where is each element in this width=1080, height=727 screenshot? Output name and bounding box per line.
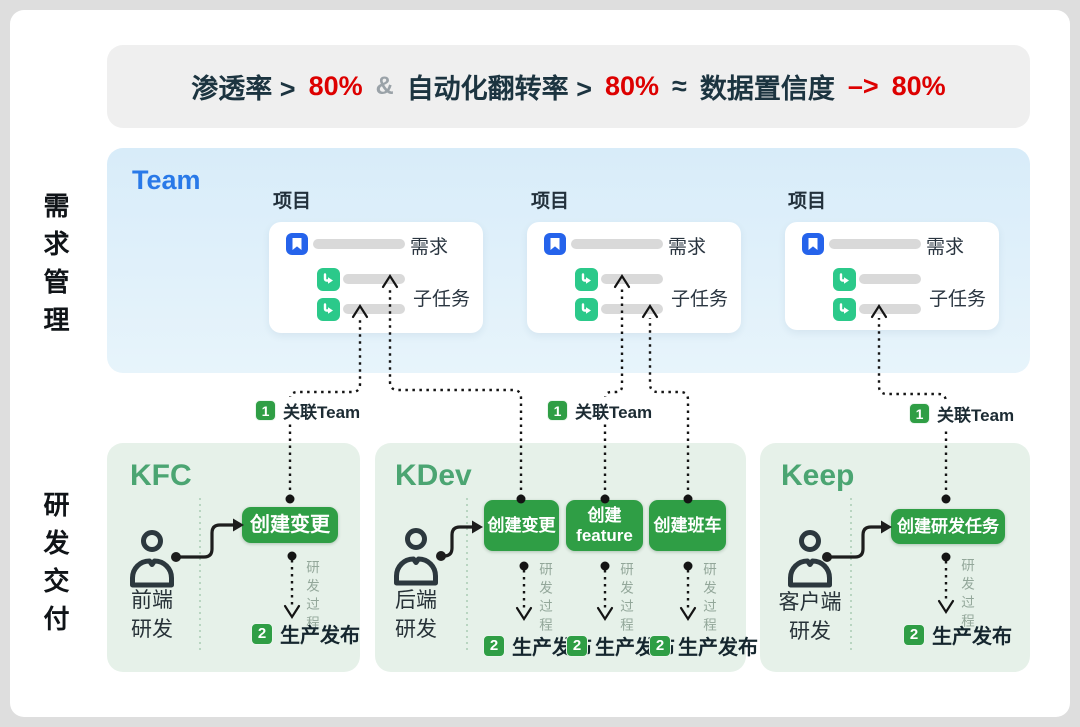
project-label-3: 项目	[788, 191, 827, 212]
step1-label-keep: 1 关联Team	[906, 400, 1018, 427]
step2-number-badge: 2	[566, 634, 588, 657]
bookmark-icon	[544, 233, 566, 255]
keep-card-title: Keep	[781, 459, 855, 492]
requirement-label: 需求	[926, 237, 965, 258]
person-icon	[392, 528, 440, 591]
step2-number-badge: 2	[649, 634, 671, 657]
bookmark-icon	[286, 233, 308, 255]
step2-label-keep: 2 生产发布	[900, 619, 1015, 650]
process-label: 研发过程	[304, 560, 319, 634]
requirement-bar	[571, 239, 663, 249]
metric-automation: 自动化翻转率 >	[406, 74, 592, 104]
create-change-button-kdev: 创建变更	[484, 500, 559, 551]
step1-label-kdev: 1 关联Team	[544, 397, 656, 424]
subtask-icon	[317, 298, 340, 321]
subtask-label: 子任务	[413, 289, 471, 310]
side-label-requirement-management: 需求管理	[40, 192, 70, 344]
metric-penetration-value: 80%	[308, 71, 363, 101]
role-label-frontend: 前端 研发	[131, 589, 173, 642]
process-label: 研发过程	[537, 562, 552, 636]
subtask-icon	[575, 298, 598, 321]
subtask-icon	[833, 298, 856, 321]
metric-automation-value: 80%	[604, 71, 660, 101]
requirement-bar	[313, 239, 405, 249]
step1-number-badge: 1	[255, 400, 276, 421]
process-label: 研发过程	[701, 562, 716, 636]
process-label: 研发过程	[959, 558, 974, 632]
metrics-banner: 渗透率 > 80% & 自动化翻转率 > 80% ≈ 数据置信度 –> 80%	[107, 45, 1030, 128]
create-rd-task-button-keep: 创建研发任务	[891, 509, 1005, 544]
role-label-client: 客户端 研发	[778, 591, 842, 644]
metric-confidence-value: 80%	[891, 71, 946, 101]
metric-penetration: 渗透率 >	[191, 74, 296, 104]
project-label-1: 项目	[273, 191, 312, 212]
step1-label-kfc: 1 关联Team	[252, 397, 364, 424]
role-label-backend: 后端 研发	[395, 589, 437, 642]
subtask-bar	[343, 274, 405, 284]
requirement-bar	[829, 239, 921, 249]
step2-label-kdev-3: 2 生产发布	[646, 630, 761, 661]
team-section-title: Team	[132, 165, 201, 195]
side-label-rd-delivery: 研发交付	[40, 491, 70, 643]
step2-number-badge: 2	[483, 634, 505, 657]
create-change-button-kfc: 创建变更	[242, 507, 338, 543]
metric-confidence-arrow: –>	[847, 71, 879, 101]
bookmark-icon	[802, 233, 824, 255]
step1-number-badge: 1	[547, 400, 568, 421]
kdev-card-title: KDev	[395, 459, 472, 492]
metric-confidence: 数据置信度	[699, 74, 835, 104]
approx-symbol: ≈	[672, 71, 687, 101]
subtask-bar	[859, 304, 921, 314]
project-card-1: 需求 子任务	[269, 222, 483, 333]
project-card-2: 需求 子任务	[527, 222, 741, 333]
process-label: 研发过程	[618, 562, 633, 636]
create-shuttle-button-kdev: 创建班车	[649, 500, 726, 551]
subtask-label: 子任务	[929, 289, 987, 310]
subtask-bar	[343, 304, 405, 314]
ampersand: &	[375, 72, 394, 100]
step2-number-badge: 2	[903, 623, 925, 646]
step2-label-kfc: 2 生产发布	[248, 618, 363, 649]
subtask-icon	[833, 268, 856, 291]
step2-number-badge: 2	[251, 622, 273, 645]
project-card-3: 需求 子任务	[785, 222, 999, 330]
subtask-icon	[317, 268, 340, 291]
project-label-2: 项目	[531, 191, 570, 212]
subtask-bar	[859, 274, 921, 284]
subtask-bar	[601, 304, 663, 314]
step1-number-badge: 1	[909, 403, 930, 424]
subtask-icon	[575, 268, 598, 291]
subtask-label: 子任务	[671, 289, 729, 310]
subtask-bar	[601, 274, 663, 284]
create-feature-button-kdev: 创建 feature	[566, 500, 643, 551]
person-icon	[786, 530, 834, 593]
kfc-card-title: KFC	[130, 459, 192, 492]
requirement-label: 需求	[668, 237, 707, 258]
requirement-label: 需求	[410, 237, 449, 258]
person-icon	[128, 530, 176, 593]
